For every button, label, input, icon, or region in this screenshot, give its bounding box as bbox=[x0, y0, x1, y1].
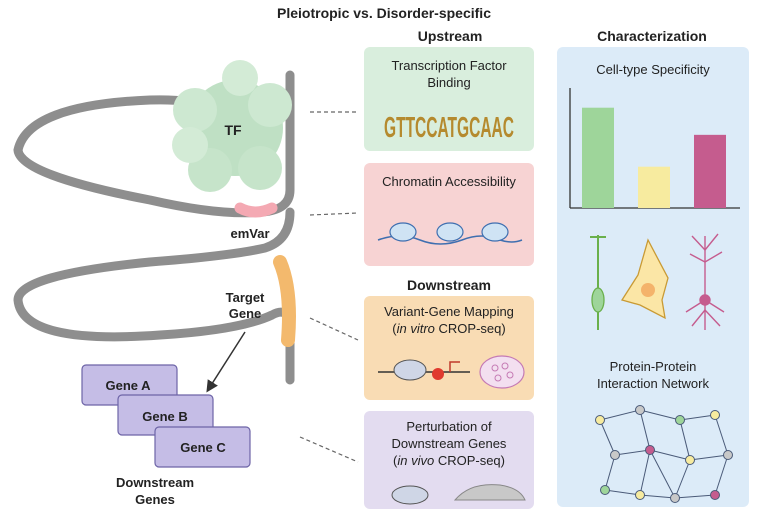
perturb-title-1: Perturbation of bbox=[406, 419, 492, 434]
ppi-network bbox=[595, 405, 733, 503]
celltype-bar-chart bbox=[569, 88, 740, 209]
dashed-connectors bbox=[299, 111, 359, 463]
downstream-header: Downstream bbox=[407, 277, 491, 293]
tf-blob bbox=[172, 60, 292, 192]
tf-binding-panel bbox=[364, 47, 534, 151]
gene-boxes bbox=[81, 364, 251, 468]
chromatin-title: Chromatin Accessibility bbox=[382, 174, 516, 189]
ppi-title-2: Interaction Network bbox=[597, 376, 709, 391]
yellow-neuron-icon bbox=[620, 238, 669, 320]
emvar-segment bbox=[234, 202, 278, 218]
perturb-title-2: Downstream Genes bbox=[392, 436, 507, 451]
crispr-icon bbox=[378, 359, 470, 381]
figure-title: Pleiotropic vs. Disorder-specific bbox=[277, 5, 491, 21]
tf-binding-title-1: Transcription Factor bbox=[391, 58, 507, 73]
petri-dish-icon bbox=[479, 355, 525, 389]
gene-a-label: Gene A bbox=[105, 378, 151, 393]
celltype-bar-2 bbox=[638, 166, 670, 208]
target-gene-segment bbox=[273, 255, 296, 347]
brain-mouse-icon bbox=[391, 484, 526, 505]
perturb-title-3: (in vivo CROP-seq) bbox=[393, 453, 505, 468]
ppi-title-1: Protein-Protein bbox=[610, 359, 697, 374]
gene-b-label: Gene B bbox=[142, 409, 188, 424]
target-to-genes-arrow bbox=[206, 331, 246, 393]
celltype-bar-3 bbox=[694, 134, 726, 208]
nucleosome-icons bbox=[377, 222, 523, 245]
upstream-header: Upstream bbox=[418, 28, 483, 44]
tf-binding-title-2: Binding bbox=[427, 75, 470, 90]
celltype-bar-1 bbox=[582, 107, 614, 208]
target-gene-label-2: Gene bbox=[229, 306, 262, 321]
motif-logo: GTTCCATGCAAC bbox=[384, 112, 514, 144]
characterization-header: Characterization bbox=[597, 28, 707, 44]
mapping-title-1: Variant-Gene Mapping bbox=[384, 304, 514, 319]
tf-label: TF bbox=[224, 122, 242, 138]
mapping-title-2: (in vitro CROP-seq) bbox=[392, 321, 505, 336]
target-gene-label-1: Target bbox=[226, 290, 265, 305]
celltype-title: Cell-type Specificity bbox=[596, 62, 710, 77]
downstream-genes-label-2: Genes bbox=[135, 492, 175, 507]
emvar-label: emVar bbox=[230, 226, 269, 241]
pink-neuron-icon bbox=[685, 233, 725, 330]
gene-c-label: Gene C bbox=[180, 440, 226, 455]
green-neuron-icon bbox=[590, 235, 606, 330]
downstream-genes-label-1: Downstream bbox=[116, 475, 194, 490]
